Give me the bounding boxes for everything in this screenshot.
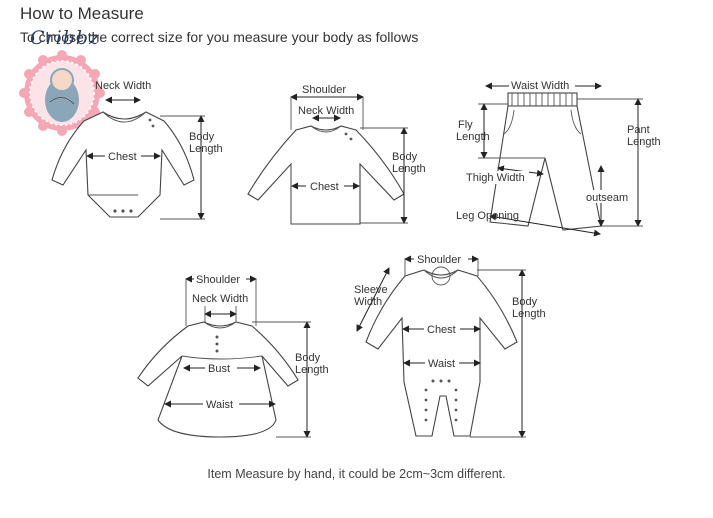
bodysuit-body-length-label: Body	[189, 131, 215, 143]
bodysuit-diagram: Neck Width Chest Body Length	[51, 80, 223, 220]
shirt-body-length-label: Body	[392, 151, 418, 163]
page-subtitle: To choose the correct size for you measu…	[20, 29, 419, 45]
dress-waist-label: Waist	[206, 399, 233, 411]
bodysuit-body-length-label-2: Length	[189, 143, 223, 155]
shirt-outline	[247, 125, 405, 225]
romper-outline	[365, 269, 518, 437]
pants-fly-length-label-2: Length	[456, 131, 490, 143]
pants-fly-length-label: Fly	[458, 119, 473, 131]
shirt-diagram: Shoulder Neck Width Chest Body Length	[247, 82, 426, 225]
romper-body-length-label-2: Length	[512, 308, 546, 320]
dress-shoulder-label: Shoulder	[196, 274, 240, 286]
shirt-chest-label: Chest	[310, 181, 339, 193]
pants-leg-opening-label: Leg Opening	[456, 210, 519, 222]
dress-diagram: Shoulder Neck Width Bust Waist Body Leng…	[137, 272, 329, 438]
dress-body-length-label-2: Length	[295, 364, 329, 376]
romper-body-length-label: Body	[512, 296, 538, 308]
shirt-body-length-label-2: Length	[392, 163, 426, 175]
shirt-shoulder-label: Shoulder	[302, 84, 346, 96]
bodysuit-outline	[51, 111, 195, 218]
logo-figure-head	[50, 68, 74, 92]
dress-body-length-label: Body	[295, 352, 321, 364]
dress-outline	[137, 321, 299, 438]
dress-bust-label: Bust	[208, 363, 230, 375]
logo-text: Cribbz	[30, 27, 101, 49]
romper-waist-label: Waist	[428, 358, 455, 370]
footer-note: Item Measure by hand, it could be 2cm~3c…	[207, 467, 506, 481]
dress-neck-width-label: Neck Width	[192, 293, 248, 305]
romper-sleeve-width-label-2: Width	[354, 296, 382, 308]
romper-chest-label: Chest	[427, 324, 456, 336]
bodysuit-chest-label: Chest	[108, 151, 137, 163]
page-title: How to Measure	[20, 4, 144, 23]
pants-diagram: Waist Width Fly Length Pant Length Thigh…	[456, 79, 661, 237]
pants-pant-length-label-2: Length	[627, 136, 661, 148]
pants-outseam-label: outseam	[586, 192, 628, 204]
shirt-neck-width-label: Neck Width	[298, 105, 354, 117]
logo-figure-body	[45, 78, 79, 122]
romper-diagram: Shoulder Sleeve Width Chest Waist Body L…	[354, 252, 546, 438]
romper-shoulder-label: Shoulder	[417, 254, 461, 266]
bodysuit-neck-width-label: Neck Width	[95, 80, 151, 92]
pants-thigh-width-label: Thigh Width	[466, 172, 525, 184]
pants-waist-width-label: Waist Width	[511, 80, 569, 92]
romper-sleeve-width-label: Sleeve	[354, 284, 388, 296]
pants-pant-length-label: Pant	[627, 124, 650, 136]
